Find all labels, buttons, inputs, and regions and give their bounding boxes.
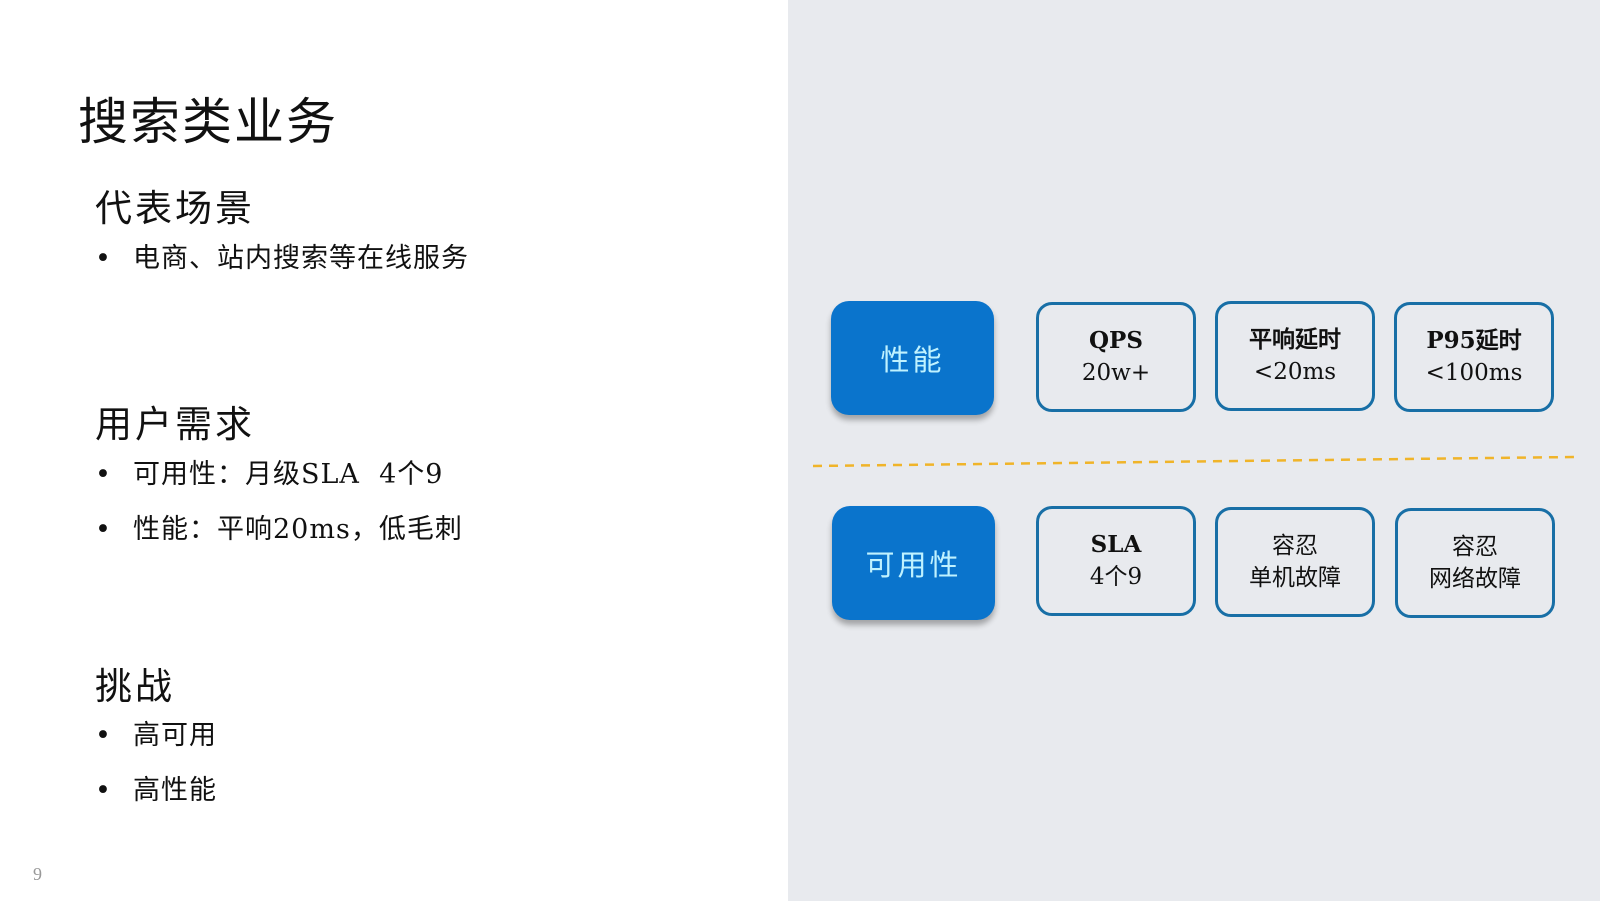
- metric-box: P95延时 <100ms: [1394, 302, 1554, 412]
- bullet-icon: •: [95, 514, 112, 545]
- metric-label: 容忍: [1452, 534, 1498, 560]
- metric-value: 网络故障: [1429, 566, 1521, 592]
- metric-value: 20w+: [1081, 360, 1151, 386]
- metric-label: 容忍: [1272, 533, 1318, 559]
- bullet-icon: •: [95, 243, 112, 274]
- bullet-text: 高可用: [133, 720, 217, 751]
- bullet-item: • 性能：平响20ms，低毛刺: [95, 507, 463, 546]
- metric-label: QPS: [1089, 327, 1143, 354]
- page-number: 9: [33, 864, 42, 884]
- bullet-item: • 高性能: [95, 768, 217, 807]
- bullet-text: 高性能: [133, 775, 217, 806]
- bullet-item: • 电商、站内搜索等在线服务: [95, 236, 469, 275]
- metric-box: 平响延时 <20ms: [1215, 301, 1375, 411]
- bullet-icon: •: [95, 775, 112, 806]
- slide-title: 搜索类业务: [78, 93, 338, 151]
- metric-box: 容忍单机故障: [1215, 507, 1375, 617]
- heading-challenges: 挑战: [95, 665, 175, 708]
- heading-scenarios: 代表场景: [95, 187, 255, 230]
- category-availability: 可用性: [832, 506, 995, 620]
- bullet-text: 电商、站内搜索等在线服务: [133, 243, 469, 274]
- metric-box: 容忍网络故障: [1395, 508, 1555, 618]
- metric-label: 平响延时: [1249, 326, 1341, 353]
- diagram-panel: [788, 0, 1600, 901]
- bullet-item: • 高可用: [95, 713, 217, 752]
- bullet-icon: •: [95, 720, 112, 751]
- bullet-text: 性能：平响20ms，低毛刺: [133, 514, 463, 545]
- metric-box: QPS 20w+: [1036, 302, 1196, 412]
- metric-value: 单机故障: [1249, 565, 1341, 591]
- bullet-text: 可用性：月级SLA 4个9: [133, 459, 444, 490]
- category-performance: 性能: [831, 301, 994, 415]
- bullet-icon: •: [95, 459, 112, 490]
- metric-value: <20ms: [1253, 359, 1337, 385]
- metric-box: SLA 4个9: [1036, 506, 1196, 616]
- metric-value: 4个9: [1089, 564, 1143, 590]
- heading-requirements: 用户需求: [95, 403, 255, 446]
- metric-label: SLA: [1090, 531, 1142, 558]
- bullet-item: • 可用性：月级SLA 4个9: [95, 452, 443, 491]
- metric-value: <100ms: [1425, 360, 1523, 386]
- metric-label: P95延时: [1426, 327, 1522, 354]
